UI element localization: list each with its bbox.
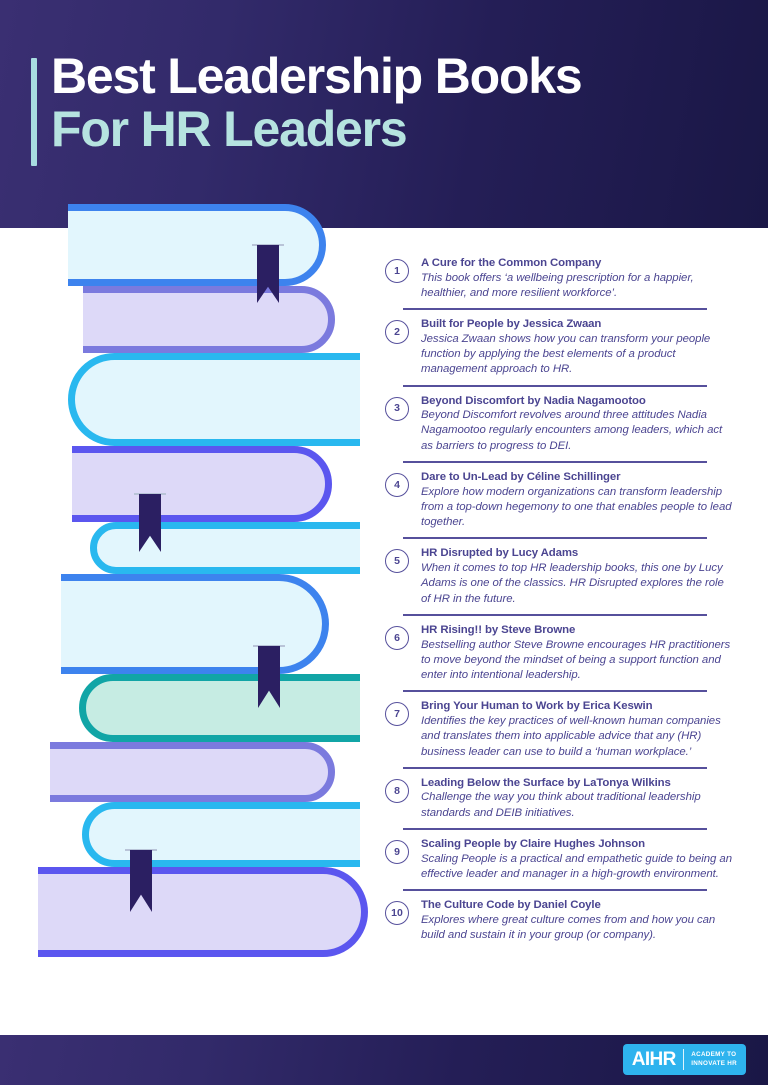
- item-description: Jessica Zwaan shows how you can transfor…: [421, 332, 711, 376]
- ribbon-body: [139, 494, 161, 552]
- item-title: A Cure for the Common Company: [421, 257, 602, 269]
- logo-divider: [682, 1049, 685, 1070]
- book-slab-5: [90, 522, 360, 574]
- book-slab-2: [83, 286, 335, 353]
- item-number-badge: 7: [385, 702, 409, 727]
- header-banner: Best Leadership Books For HR Leaders: [0, 0, 768, 228]
- ribbon-body: [257, 245, 279, 303]
- book-list-item[interactable]: 7 Bring Your Human to Work by Erica Keswi…: [385, 699, 735, 759]
- item-title: HR Disrupted by Lucy Adams: [421, 547, 579, 560]
- book-slab-8: [50, 742, 335, 802]
- logo-wordmark: AIHR: [631, 1049, 677, 1070]
- item-description: Explores where great culture comes from …: [421, 913, 716, 941]
- item-separator: [403, 766, 707, 769]
- bookmark-ribbon-1: [252, 244, 284, 303]
- item-description: Scaling People is a practical and empath…: [421, 852, 732, 880]
- item-separator: [403, 384, 707, 387]
- item-title: Scaling People by Claire Hughes Johnson: [421, 837, 645, 850]
- book-slab-3: [68, 353, 360, 446]
- title-line-primary: Best Leadership Books: [51, 48, 583, 104]
- item-title: Built for People by Jessica Zwaan: [421, 318, 602, 331]
- item-description: When it comes to top HR leadership books…: [421, 562, 724, 605]
- item-description: Bestselling author Steve Browne encourag…: [421, 638, 731, 682]
- logo-tagline: ACADEMY TO INNOVATE HR: [691, 1051, 737, 1068]
- aihr-logo[interactable]: AIHR ACADEMY TO INNOVATE HR: [622, 1044, 746, 1075]
- item-separator: [403, 308, 707, 311]
- header-accent-bar: [31, 58, 37, 166]
- item-description: Identifies the key practices of well-kno…: [421, 714, 721, 758]
- ribbon-body: [130, 850, 152, 912]
- item-separator: [403, 537, 707, 540]
- logo-tagline-line2: INNOVATE HR: [691, 1059, 737, 1067]
- title-line-secondary: For HR Leaders: [51, 101, 408, 157]
- item-number-badge: 3: [385, 396, 409, 421]
- book-slab-9: [82, 802, 360, 867]
- item-number-badge: 2: [385, 320, 409, 345]
- ribbon-body: [258, 646, 280, 708]
- book-slab-10: [38, 867, 368, 957]
- bookmark-ribbon-9: [125, 849, 157, 912]
- item-description: This book offers ‘a wellbeing prescripti…: [421, 271, 694, 299]
- item-separator: [403, 690, 707, 693]
- item-title: The Culture Code by Daniel Coyle: [421, 899, 601, 912]
- item-number-badge: 1: [385, 259, 409, 283]
- item-description: Beyond Discomfort revolves around three …: [421, 409, 723, 452]
- item-number-badge: 4: [385, 473, 409, 498]
- bookmark-ribbon-6: [253, 645, 285, 708]
- footer-bar: AIHR ACADEMY TO INNOVATE HR: [0, 1035, 768, 1085]
- item-description: Challenge the way you think about tradit…: [421, 791, 701, 819]
- book-stack-illustration: [0, 196, 380, 996]
- item-title: Beyond Discomfort by Nadia Nagamootoo: [421, 394, 646, 407]
- logo-tagline-line1: ACADEMY TO: [691, 1051, 737, 1059]
- page-title: Best Leadership Books For HR Leaders: [51, 50, 751, 156]
- item-title: Bring Your Human to Work by Erica Keswin: [421, 700, 653, 713]
- bookmark-ribbon-4: [134, 493, 166, 552]
- item-number-badge: 9: [385, 839, 409, 864]
- item-number-badge: 6: [385, 625, 409, 650]
- item-number-badge: 10: [385, 901, 409, 926]
- item-separator: [403, 461, 707, 464]
- item-description: Explore how modern organizations can tra…: [421, 485, 732, 529]
- book-slab-6: [61, 574, 329, 674]
- item-number-badge: 8: [385, 778, 409, 803]
- book-slab-4: [72, 446, 332, 522]
- book-slab-1: [68, 204, 326, 286]
- book-slab-7: [79, 674, 360, 742]
- item-number-badge: 5: [385, 549, 409, 574]
- book-list-item[interactable]: 9 Scaling People by Claire Hughes Johnson…: [385, 837, 735, 882]
- item-title: Dare to Un-Lead by Céline Schillinger: [421, 471, 621, 484]
- item-separator: [403, 613, 707, 616]
- item-separator: [403, 827, 707, 830]
- item-title: Leading Below the Surface by LaTonya Wil…: [421, 776, 671, 789]
- book-list-item[interactable]: 8 Leading Below the Surface by LaTonya Wi…: [385, 776, 735, 821]
- item-title: HR Rising!! by Steve Browne: [421, 623, 576, 636]
- item-separator: [403, 889, 707, 892]
